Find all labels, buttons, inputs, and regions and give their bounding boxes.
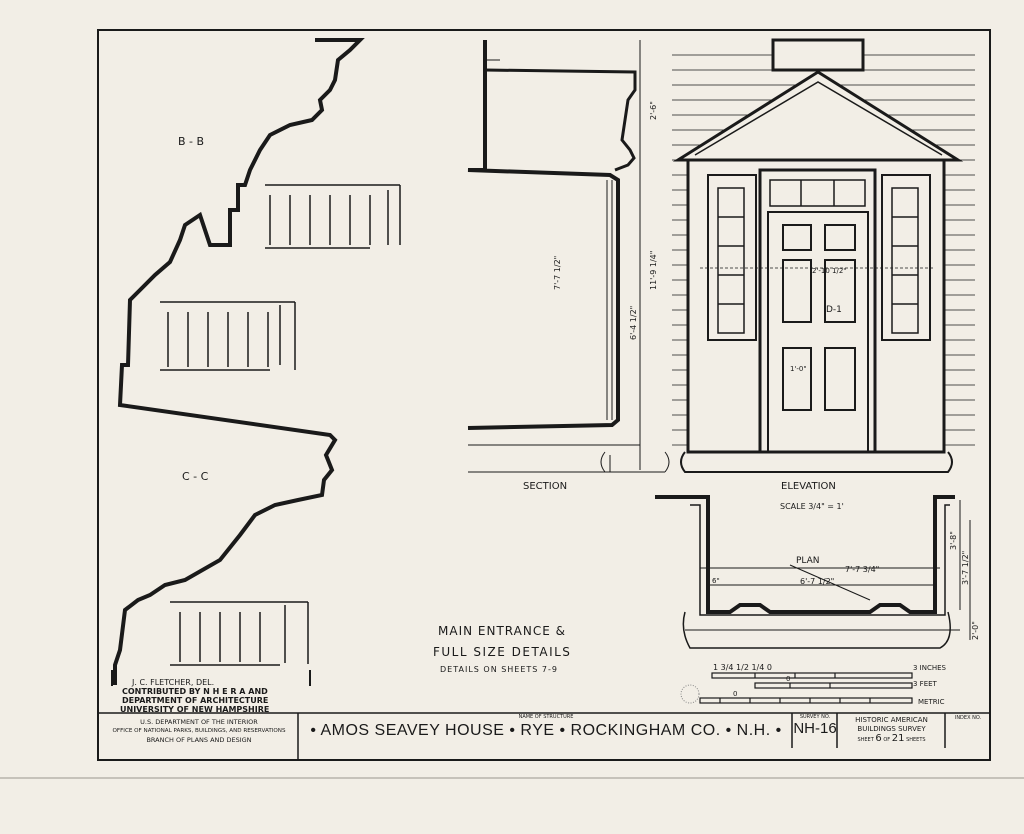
structure-name: • AMOS SEAVEY HOUSE • RYE • ROCKINGHAM C… [310, 722, 782, 739]
structure-caption: NAME OF STRUCTURE [518, 714, 574, 720]
dimension-plan-depth: 3'-8" [949, 531, 958, 550]
door-elevation-drawing [672, 38, 975, 473]
scale-inches-label: 3 INCHES [913, 664, 947, 672]
structure-name-block: NAME OF STRUCTURE • AMOS SEAVEY HOUSE • … [300, 714, 792, 740]
credit-line3: DEPARTMENT OF ARCHITECTURE [122, 696, 268, 705]
scale-metric-label: METRIC [918, 698, 945, 706]
section-label-bb: B - B [178, 135, 204, 148]
dimension-plan-step: 2'-0" [971, 621, 980, 640]
dimension-plan-inner: 6'-7 1/2" [800, 577, 834, 586]
elevation-caption: ELEVATION [781, 481, 836, 492]
agency-line1: U.S. DEPARTMENT OF THE INTERIOR [140, 718, 258, 726]
habs-line2: BUILDINGS SURVEY [857, 725, 926, 733]
section-caption: SECTION [523, 481, 567, 492]
sheet-label: SHEET [857, 737, 874, 743]
index-number-caption: INDEX NO. [954, 715, 982, 721]
credit-delineator: J. C. FLETCHER, DEL. [131, 678, 214, 687]
sheets-label: SHEETS [906, 737, 926, 743]
door-section-drawing [467, 40, 670, 473]
sheet-border [97, 29, 991, 761]
dentil-detail-group [160, 184, 401, 666]
agency-line3: BRANCH OF PLANS AND DESIGN [146, 736, 252, 744]
scale-metric-zero: 0 [733, 690, 737, 698]
survey-number-block: SURVEY NO. NH-16 [793, 714, 837, 737]
elevation-scale: SCALE 3/4" = 1' [780, 502, 844, 511]
door-id-label: D-1 [826, 305, 842, 315]
agency-line2: OFFICE OF NATIONAL PARKS, BUILDINGS, AND… [112, 728, 286, 734]
dimension-section-height: 7'-7 1/2" [553, 256, 562, 290]
dimension-door-rail: 2'-10 1/2" [812, 267, 847, 275]
section-label-cc: C - C [182, 470, 209, 483]
dimension-plan-outer: 7'-7 3/4" [845, 565, 879, 574]
entrance-plan-drawing [655, 495, 971, 649]
agency-block: U.S. DEPARTMENT OF THE INTERIOR OFFICE O… [100, 718, 298, 745]
sheet-title-line3: DETAILS ON SHEETS 7-9 [440, 665, 558, 674]
graphic-scale [699, 672, 913, 704]
sheet-number-line: SHEET 6 OF 21 SHEETS [838, 734, 945, 745]
sheet-title-line1: MAIN ENTRANCE & [438, 624, 566, 638]
survey-number: NH-16 [793, 720, 837, 737]
scale-inches-ticks: 1 3/4 1/2 1/4 0 [713, 663, 772, 672]
molding-profile-bb [113, 38, 365, 685]
dimension-section-total: 11'-9 1/4" [649, 251, 658, 290]
credit-line4: UNIVERSITY OF NEW HAMPSHIRE [120, 705, 269, 714]
habs-block: HISTORIC AMERICAN BUILDINGS SURVEY SHEET… [838, 716, 945, 745]
dimension-panel-width: 1'-0" [790, 365, 807, 373]
sheet-number: 6 [875, 733, 882, 744]
dimension-plan-jamb: 6" [712, 577, 720, 585]
sheet-of: OF [883, 737, 891, 743]
sheet-total: 21 [891, 733, 905, 744]
credit-line2: CONTRIBUTED BY N H E R A AND [122, 687, 268, 696]
survey-caption: SURVEY NO. [799, 714, 831, 720]
seal-stamp [680, 684, 700, 704]
dimension-section-top: 2'-6" [649, 101, 658, 120]
scale-feet-label: 3 FEET [913, 680, 938, 688]
habs-line1: HISTORIC AMERICAN [855, 716, 928, 724]
title-block-frame [98, 712, 990, 760]
scale-feet-zero: 0 [786, 675, 790, 683]
plan-caption: PLAN [796, 556, 820, 566]
dimension-section-lower: 6'-4 1/2" [629, 306, 638, 340]
sheet-title-line2: FULL SIZE DETAILS [433, 645, 571, 659]
dimension-plan-side: 3'-7 1/2" [961, 551, 970, 585]
